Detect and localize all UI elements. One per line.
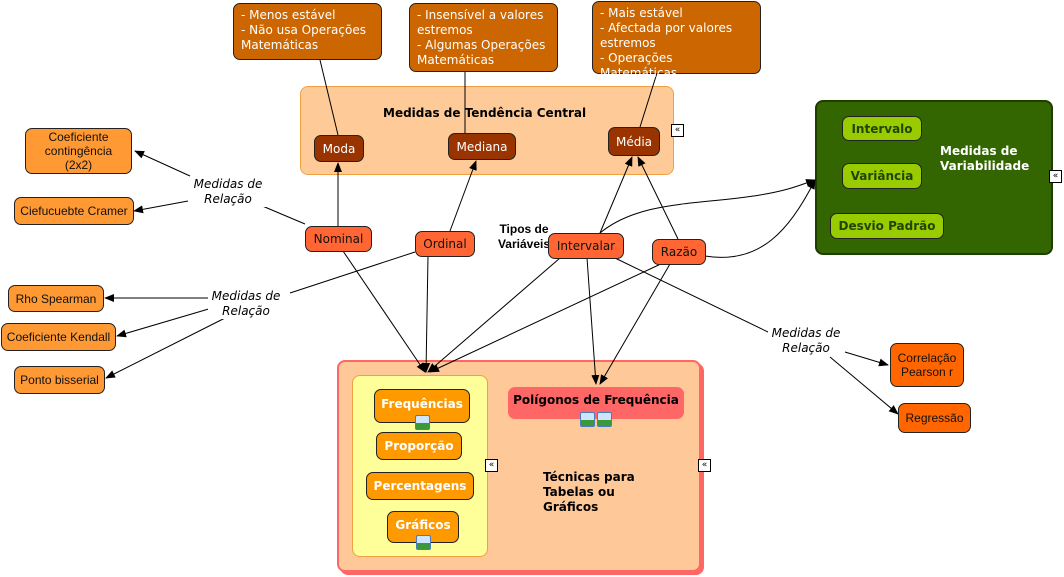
node-desvio-padrao[interactable]: Desvio Padrão bbox=[830, 213, 944, 239]
node-moda[interactable]: Moda bbox=[314, 135, 364, 162]
link-label-medidas-relacao: Medidas de Relação bbox=[208, 289, 284, 319]
image-icon[interactable] bbox=[580, 412, 595, 427]
node-variancia[interactable]: Variância bbox=[842, 163, 922, 189]
node-ordinal[interactable]: Ordinal bbox=[415, 231, 475, 257]
note-mediana[interactable]: - Insensível a valores estremos - Alguma… bbox=[409, 3, 558, 72]
collapse-icon[interactable]: « bbox=[1049, 170, 1062, 183]
link-label-medidas-relacao: Medidas de Relação bbox=[190, 177, 266, 207]
node-correlacao-pearson[interactable]: Correlação Pearson r bbox=[890, 343, 964, 387]
tipos-variaveis-title: Tipos de Variáveis bbox=[497, 222, 551, 251]
node-cramer[interactable]: Ciefucuebte Cramer bbox=[14, 197, 134, 225]
node-media[interactable]: Média bbox=[608, 127, 660, 156]
node-coeficiente-contingencia[interactable]: Coeficiente contingência (2x2) bbox=[25, 128, 132, 174]
node-rho-spearman[interactable]: Rho Spearman bbox=[8, 285, 104, 312]
node-proporcao[interactable]: Proporção bbox=[376, 432, 462, 460]
node-nominal[interactable]: Nominal bbox=[305, 226, 372, 252]
central-tendency-title: Medidas de Tendência Central bbox=[383, 106, 587, 120]
image-icon[interactable] bbox=[597, 412, 612, 427]
node-intervalar[interactable]: Intervalar bbox=[548, 233, 624, 259]
techniques-title: Técnicas para Tabelas ou Gráficos bbox=[543, 470, 635, 514]
variability-title: Medidas de Variabilidade bbox=[940, 144, 1030, 173]
node-percentagens[interactable]: Percentagens bbox=[366, 472, 474, 500]
node-regressao[interactable]: Regressão bbox=[898, 403, 971, 433]
node-ponto-bisserial[interactable]: Ponto bisserial bbox=[14, 366, 105, 394]
collapse-icon[interactable]: « bbox=[485, 459, 498, 472]
collapse-icon[interactable]: « bbox=[698, 459, 711, 472]
image-icon[interactable] bbox=[416, 535, 431, 550]
node-mediana[interactable]: Mediana bbox=[448, 133, 516, 160]
node-razao[interactable]: Razão bbox=[652, 239, 706, 265]
node-intervalo[interactable]: Intervalo bbox=[842, 116, 922, 141]
note-media[interactable]: - Mais estável - Afectada por valores es… bbox=[592, 1, 761, 80]
note-moda[interactable]: - Menos estável - Não usa Operações Mate… bbox=[233, 3, 382, 60]
link-label-medidas-relacao: Medidas de Relação bbox=[768, 326, 844, 356]
collapse-icon[interactable]: « bbox=[671, 124, 684, 137]
node-poligonos-frequencia[interactable]: Polígonos de Frequência bbox=[508, 387, 684, 419]
node-coeficiente-kendall[interactable]: Coeficiente Kendall bbox=[1, 323, 116, 351]
image-icon[interactable] bbox=[415, 415, 430, 430]
